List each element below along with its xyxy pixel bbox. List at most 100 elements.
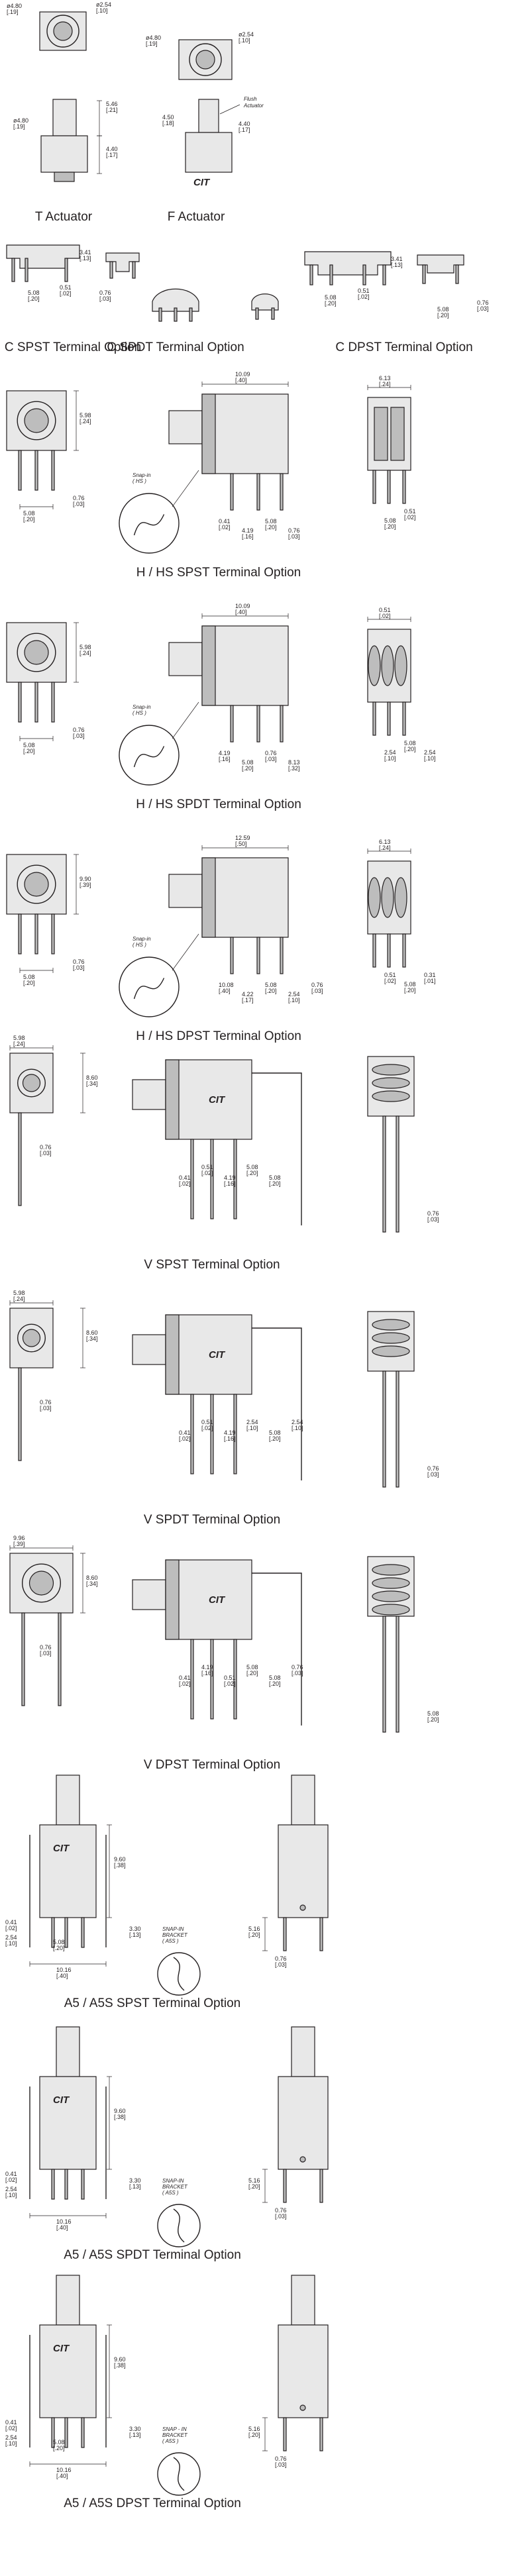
bushing — [201, 625, 216, 706]
terminal-pin — [189, 307, 193, 322]
dimension-mm: 4.50 — [162, 114, 174, 121]
terminal-pin — [51, 682, 55, 723]
dimension-inch: [.20] — [404, 987, 416, 994]
dimension-mm: 5.16 — [248, 2426, 260, 2432]
dimension-mm: 5.08 — [269, 1174, 281, 1181]
terminal-pin — [132, 261, 136, 279]
dimension-inch: [.02] — [5, 2425, 17, 2432]
snap-in-detail-circle — [157, 1952, 201, 1996]
terminal-pin — [372, 470, 376, 504]
terminal-pin — [280, 705, 284, 743]
dimension-inch: [.32] — [288, 765, 300, 772]
dimension-mm: 5.08 — [265, 518, 277, 525]
dimension-mm: 9.90 — [80, 876, 91, 882]
dimension-inch: [.03] — [311, 988, 323, 994]
dimension-inch: [.19] — [7, 9, 19, 15]
dimension-inch: [.40] — [235, 377, 247, 384]
flush-actuator-note: Actuator — [243, 103, 264, 109]
dimension-inch: [.03] — [73, 501, 85, 507]
dimension-mm: 10.16 — [56, 1967, 72, 1973]
dimension-inch: [.03] — [40, 1150, 52, 1157]
actuator-stem-side — [132, 1079, 166, 1110]
dimension-inch: [.20] — [427, 1716, 439, 1723]
dimension-mm: 4.19 — [219, 750, 231, 756]
cit-logo: CIT — [209, 1349, 226, 1361]
snap-in-label: ( HS ) — [132, 710, 146, 716]
c-dpst-side — [417, 254, 464, 274]
bushing — [165, 1059, 180, 1140]
dimension-mm: 0.51 — [379, 607, 391, 613]
terminal-pin — [64, 1917, 68, 1948]
actuator-stem-side — [168, 874, 203, 908]
snap-in-detail-circle — [157, 2204, 201, 2247]
dimension-mm: 0.41 — [179, 1174, 191, 1181]
dimension-inch: [.38] — [114, 1862, 126, 1869]
dimension-inch: [.39] — [13, 1541, 25, 1547]
dimension-inch: [.20] — [269, 1180, 281, 1187]
terminal-pin — [81, 2417, 85, 2448]
terminal-pin — [319, 2417, 323, 2451]
snap-in-label: SNAP-IN — [162, 2178, 184, 2184]
terminal-pin — [387, 470, 391, 504]
c-spdt-body — [152, 288, 199, 312]
snap-in-label: Snap-in — [132, 936, 151, 942]
terminal-pin — [11, 258, 15, 282]
dimension-inch: [.02] — [224, 1680, 236, 1687]
dimension-mm: 9.96 — [13, 1535, 25, 1541]
terminal-pin — [34, 450, 38, 491]
dimension-inch: [.13] — [391, 262, 403, 268]
terminal-pin — [64, 258, 68, 282]
terminal-pin — [58, 1612, 62, 1706]
dimension-mm: 0.41 — [219, 518, 231, 525]
terminal-window — [372, 1590, 410, 1602]
switch-body-side — [165, 1059, 252, 1140]
dimension-inch: [.20] — [437, 312, 449, 319]
dimension-inch: [.38] — [114, 2362, 126, 2369]
snap-in-label: ( A5S ) — [162, 2438, 179, 2444]
dimension-mm: 0.76 — [275, 2207, 287, 2214]
section-caption: V DPST Terminal Option — [144, 1758, 280, 1772]
dimension-inch: [.03] — [427, 1471, 439, 1478]
terminal-pin — [158, 307, 162, 322]
dimension-inch: [.10] — [384, 755, 396, 762]
dimension-mm: ø4.80 — [146, 34, 161, 41]
dimension-inch: [.24] — [80, 650, 91, 656]
dimension-inch: [.02] — [384, 978, 396, 984]
terminal-window — [390, 407, 405, 461]
dimension-inch: [.13] — [80, 255, 91, 262]
dimension-mm: 5.08 — [53, 2439, 65, 2446]
terminal-pin — [34, 682, 38, 723]
bracket-legs — [29, 2087, 107, 2199]
dimension-mm: 5.16 — [248, 2177, 260, 2184]
switch-body — [39, 2076, 97, 2170]
dimension-mm: 9.60 — [114, 2356, 126, 2363]
dimension-mm: 10.16 — [56, 2218, 72, 2225]
terminal-window — [372, 1577, 410, 1589]
actuator-ring — [17, 401, 56, 440]
dimension-mm: 5.08 — [437, 306, 449, 313]
dimension-mm: 10.09 — [235, 371, 250, 378]
dimension-mm: 3.30 — [129, 2426, 141, 2432]
dimension-inch: [.03] — [73, 733, 85, 739]
terminal-pin — [64, 2169, 68, 2200]
v-terminal-section: 5.98[.24]8.60[.34]0.76[.03]CIT0.41[.02]0… — [9, 1035, 439, 1272]
dimension-mm: 0.51 — [404, 508, 416, 515]
dimension-inch: [.02] — [5, 2177, 17, 2183]
dimension-inch: [.16] — [219, 756, 231, 762]
switch-body-side — [165, 1559, 252, 1640]
dimension-inch: [.40] — [219, 988, 231, 994]
dimension-mm: 5.16 — [248, 1926, 260, 1932]
t-body-side — [40, 135, 88, 173]
terminal-window — [368, 877, 381, 918]
terminal-pin — [280, 473, 284, 511]
actuator-ring — [17, 633, 56, 672]
dimension-mm: 0.51 — [224, 1674, 236, 1681]
dimension-mm: 0.76 — [427, 1210, 439, 1217]
dimension-mm: 0.76 — [265, 750, 277, 756]
dimension-mm: 5.08 — [53, 1939, 65, 1945]
dimension-inch: [.24] — [80, 418, 91, 425]
bracket-legs — [29, 1835, 107, 1947]
dimension-mm: ø4.80 — [7, 3, 22, 9]
dimension-inch: [.34] — [86, 1080, 98, 1087]
dimension-inch: [.10] — [5, 2192, 17, 2198]
